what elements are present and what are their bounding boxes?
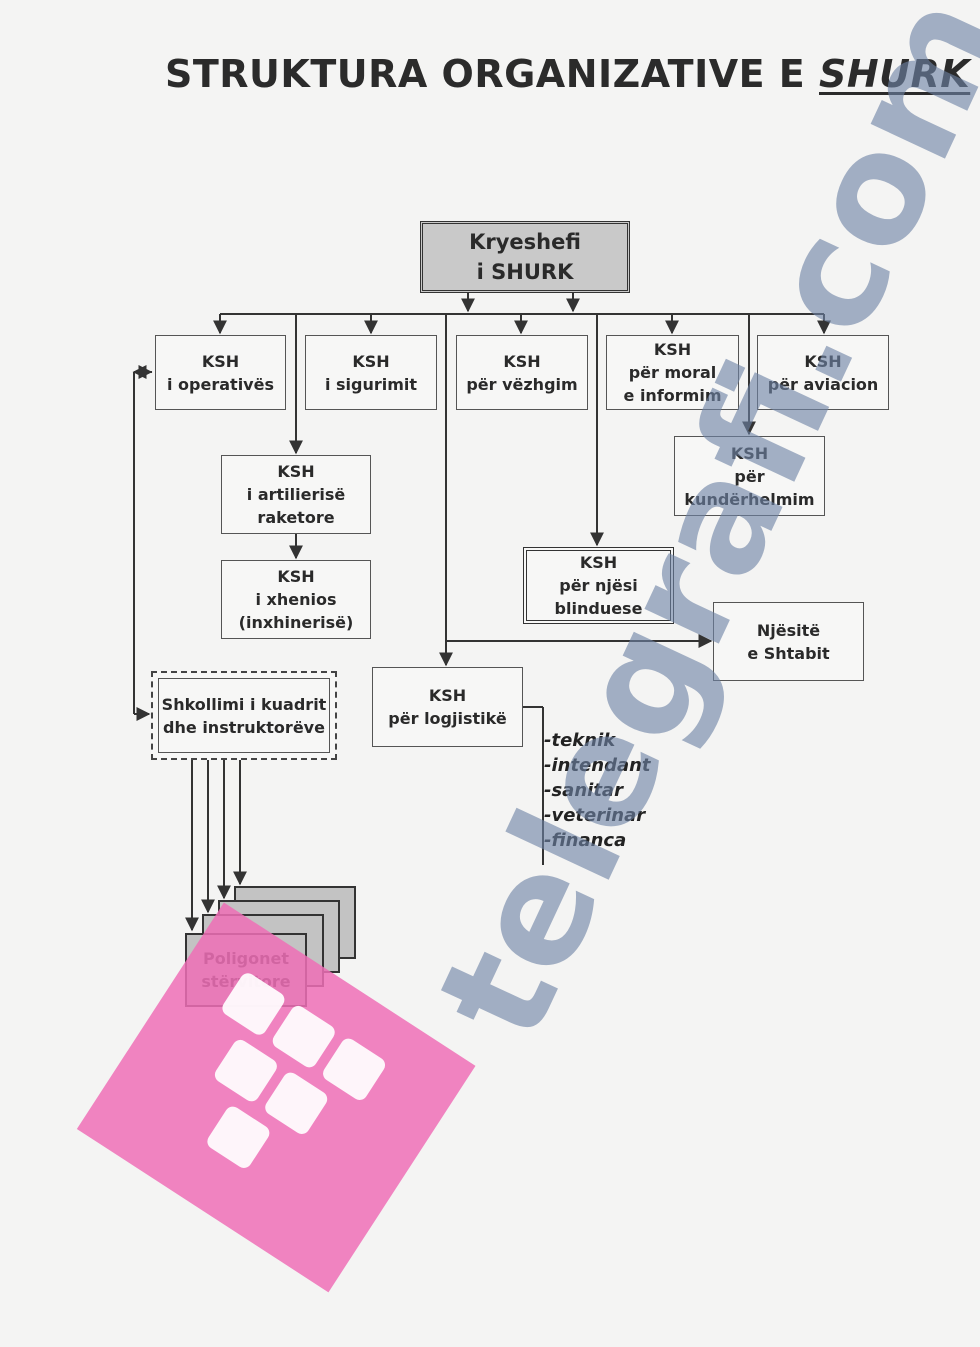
box-label: Njësitë	[756, 620, 821, 640]
box-label: raketore	[257, 508, 335, 527]
box-label: e informim	[623, 386, 722, 405]
chief-box: Kryeshefi i SHURK	[420, 221, 630, 293]
box-label: KSH	[277, 567, 315, 586]
box-label: KSH	[579, 553, 618, 572]
box-label: për	[734, 466, 765, 486]
sublist-item: -intendant	[544, 755, 651, 776]
box-label: KSH	[352, 351, 390, 371]
box-engineers: KSH i xhenios (inxhinerisë)	[221, 560, 371, 639]
box-label: KSH	[277, 462, 315, 481]
box-label: për moral	[628, 363, 717, 382]
box-label: i artilierisë	[246, 485, 346, 504]
sublist-item: -sanitar	[544, 780, 623, 801]
box-artillery: KSH i artilierisë raketore	[221, 455, 371, 534]
box-training: Shkollimi i kuadrit dhe instruktorëve	[151, 671, 337, 760]
box-security: KSH i sigurimit	[305, 335, 437, 410]
box-staff-units: Njësitë e Shtabit	[713, 602, 864, 681]
box-label: e Shtabit	[747, 643, 830, 663]
page-title: STRUKTURA ORGANIZATIVE E SHURK	[165, 52, 970, 96]
box-label: për logjistikë	[388, 709, 507, 728]
box-label: i operativës	[167, 374, 274, 394]
box-label: blinduese	[554, 599, 643, 618]
box-armored: KSH për njësi blinduese	[523, 547, 674, 624]
chief-line2: i SHURK	[476, 260, 574, 284]
box-label: dhe instruktorëve	[163, 717, 325, 737]
box-label: i sigurimit	[324, 374, 418, 394]
box-label: kundërhelmim	[684, 489, 815, 509]
box-label: KSH	[653, 340, 692, 359]
box-antigas: KSH për kundërhelmim	[674, 436, 825, 516]
sublist-item: -teknik	[544, 730, 616, 751]
logistics-sublist: -teknik -intendant -sanitar -veterinar -…	[544, 728, 651, 853]
box-label: i xhenios	[255, 590, 337, 609]
box-label: Shkollimi i kuadrit	[161, 694, 327, 714]
box-morale: KSH për moral e informim	[606, 335, 739, 410]
box-label: për njësi	[559, 576, 638, 595]
box-observation: KSH për vëzhgim	[456, 335, 588, 410]
box-label: KSH	[804, 351, 842, 371]
box-label: (inxhinerisë)	[238, 613, 354, 632]
box-logistics: KSH për logjistikë	[372, 667, 523, 747]
title-main: STRUKTURA ORGANIZATIVE E	[165, 52, 806, 96]
box-label: KSH	[503, 351, 541, 371]
box-aviation: KSH për aviacion	[757, 335, 889, 410]
box-label: stërvitore	[201, 972, 291, 991]
box-label: KSH	[428, 686, 467, 705]
box-label: Poligonet	[202, 949, 290, 968]
title-shurk: SHURK	[819, 52, 971, 96]
chief-line1: Kryeshefi	[469, 230, 581, 254]
sublist-item: -financa	[544, 830, 627, 851]
box-label: KSH	[730, 443, 769, 463]
box-label: për aviacion	[767, 374, 879, 394]
box-label: KSH	[201, 351, 240, 371]
box-label: për vëzhgim	[466, 374, 578, 394]
box-ranges: Poligonet stërvitore	[185, 933, 307, 1007]
sublist-item: -veterinar	[544, 805, 646, 826]
box-operative: KSH i operativës	[155, 335, 286, 410]
